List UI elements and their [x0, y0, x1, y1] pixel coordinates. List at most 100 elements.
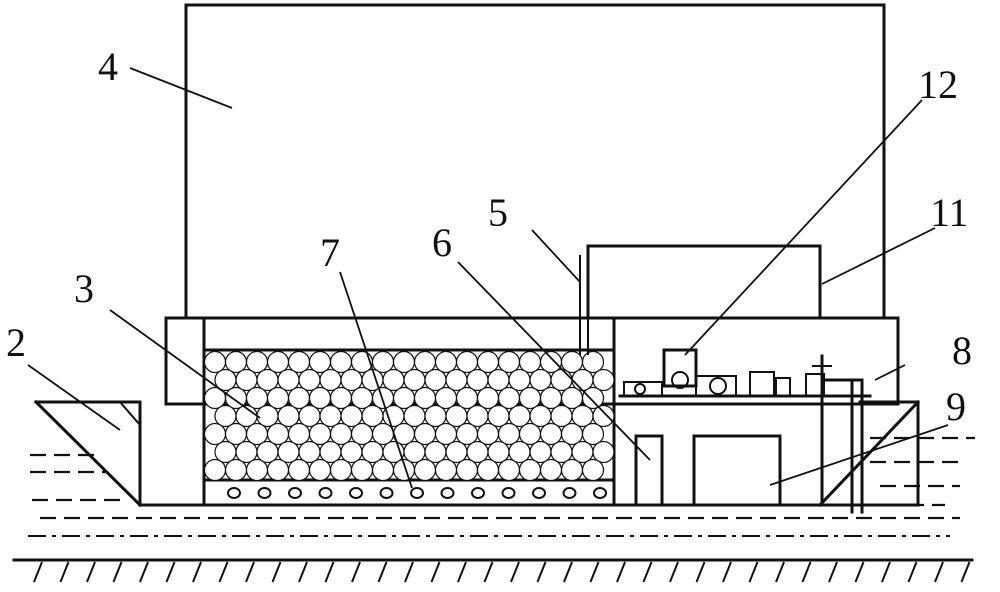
filter-ball [245, 458, 269, 482]
filter-ball [308, 350, 332, 374]
filter-ball [235, 440, 258, 464]
aeration-hole [288, 487, 302, 499]
filter-ball [497, 350, 521, 374]
filter-ball [445, 368, 468, 392]
filter-ball [529, 404, 552, 428]
hatch-mark [960, 561, 971, 583]
filter-ball [329, 386, 353, 410]
filter-ball [266, 422, 290, 446]
filter-ball [308, 458, 332, 482]
filter-ball [581, 350, 605, 374]
filter-ball [581, 422, 605, 446]
aeration-hole [562, 487, 577, 499]
filter-ball [434, 422, 458, 446]
aeration-hole [440, 487, 455, 499]
filter-ball [518, 458, 542, 482]
filter-ball [266, 386, 290, 410]
hatch-mark [589, 561, 600, 583]
aeration-hole [501, 487, 516, 499]
filter-ball [539, 350, 563, 374]
hatch-mark [33, 561, 43, 583]
hatch-mark [483, 561, 494, 583]
filter-ball [214, 440, 237, 464]
filter-ball [371, 422, 395, 446]
filter-ball [350, 422, 374, 446]
filter-ball [298, 368, 321, 392]
leader-lines [27, 67, 949, 489]
hatch-mark [59, 561, 70, 583]
filter-ball [445, 404, 468, 428]
filter-ball [413, 422, 437, 446]
filter-ball [245, 422, 269, 446]
machinery-12 [618, 348, 872, 514]
hatch-mark [112, 561, 123, 583]
filter-ball [308, 386, 332, 410]
filter-ball [539, 386, 563, 410]
filter-ball [287, 386, 311, 410]
filter-ball [487, 404, 510, 428]
filter-ball [497, 422, 521, 446]
filter-ball [539, 422, 563, 446]
filter-ball [298, 404, 321, 428]
filter-ball [560, 422, 584, 446]
filter-ball [277, 368, 300, 392]
filter-ball [340, 440, 363, 464]
filter-ball [203, 350, 227, 374]
filter-ball [256, 404, 279, 428]
aeration-hole [318, 487, 333, 499]
filter-ball [340, 368, 363, 392]
label-3: 3 [74, 266, 94, 311]
filter-ball [487, 440, 510, 464]
filter-ball [466, 368, 489, 392]
hatch-mark [139, 561, 149, 583]
filter-ball [256, 368, 279, 392]
compartment-6 [634, 434, 664, 507]
filter-ball [508, 368, 531, 392]
filter-ball [277, 404, 300, 428]
filter-ball [319, 368, 342, 392]
hatch-mark [536, 561, 547, 583]
filter-ball [497, 386, 521, 410]
filter-ball [392, 350, 416, 374]
filter-ball [203, 422, 227, 446]
hatch-mark [642, 561, 653, 583]
filter-ball [476, 422, 500, 446]
filter-ball [455, 350, 479, 374]
filter-ball [361, 440, 384, 464]
hatch-mark [86, 561, 96, 583]
filter-ball [455, 422, 479, 446]
filter-ball [371, 458, 395, 482]
hatch-mark [245, 561, 255, 583]
filter-ball [434, 350, 458, 374]
filter-ball [455, 386, 479, 410]
filter-ball [476, 350, 500, 374]
filter-ball [329, 422, 353, 446]
filter-ball [287, 458, 311, 482]
filter-ball [571, 440, 594, 464]
filter-media-balls [203, 350, 615, 482]
hatch-mark [801, 561, 812, 583]
hatch-mark [854, 561, 865, 583]
compartment-9 [692, 434, 782, 507]
filter-ball [571, 404, 594, 428]
aeration-hole [471, 487, 485, 499]
filter-ball [539, 458, 563, 482]
filter-ball [424, 440, 447, 464]
label-11: 11 [930, 190, 969, 235]
filter-ball [256, 440, 279, 464]
filter-ball [319, 404, 342, 428]
filter-ball [550, 404, 573, 428]
aeration-hole [593, 487, 607, 499]
filter-ball [434, 386, 458, 410]
filter-ball [371, 350, 395, 374]
filter-ball [529, 368, 552, 392]
water-lines [28, 436, 975, 537]
filter-ball [214, 404, 237, 428]
hatch-mark [457, 561, 467, 583]
aeration-hole [410, 487, 424, 499]
filter-ball [361, 404, 384, 428]
filter-ball [224, 350, 248, 374]
filter-ball [445, 440, 468, 464]
callout-labels: 2 3 4 5 6 7 8 9 11 12 [6, 44, 972, 429]
